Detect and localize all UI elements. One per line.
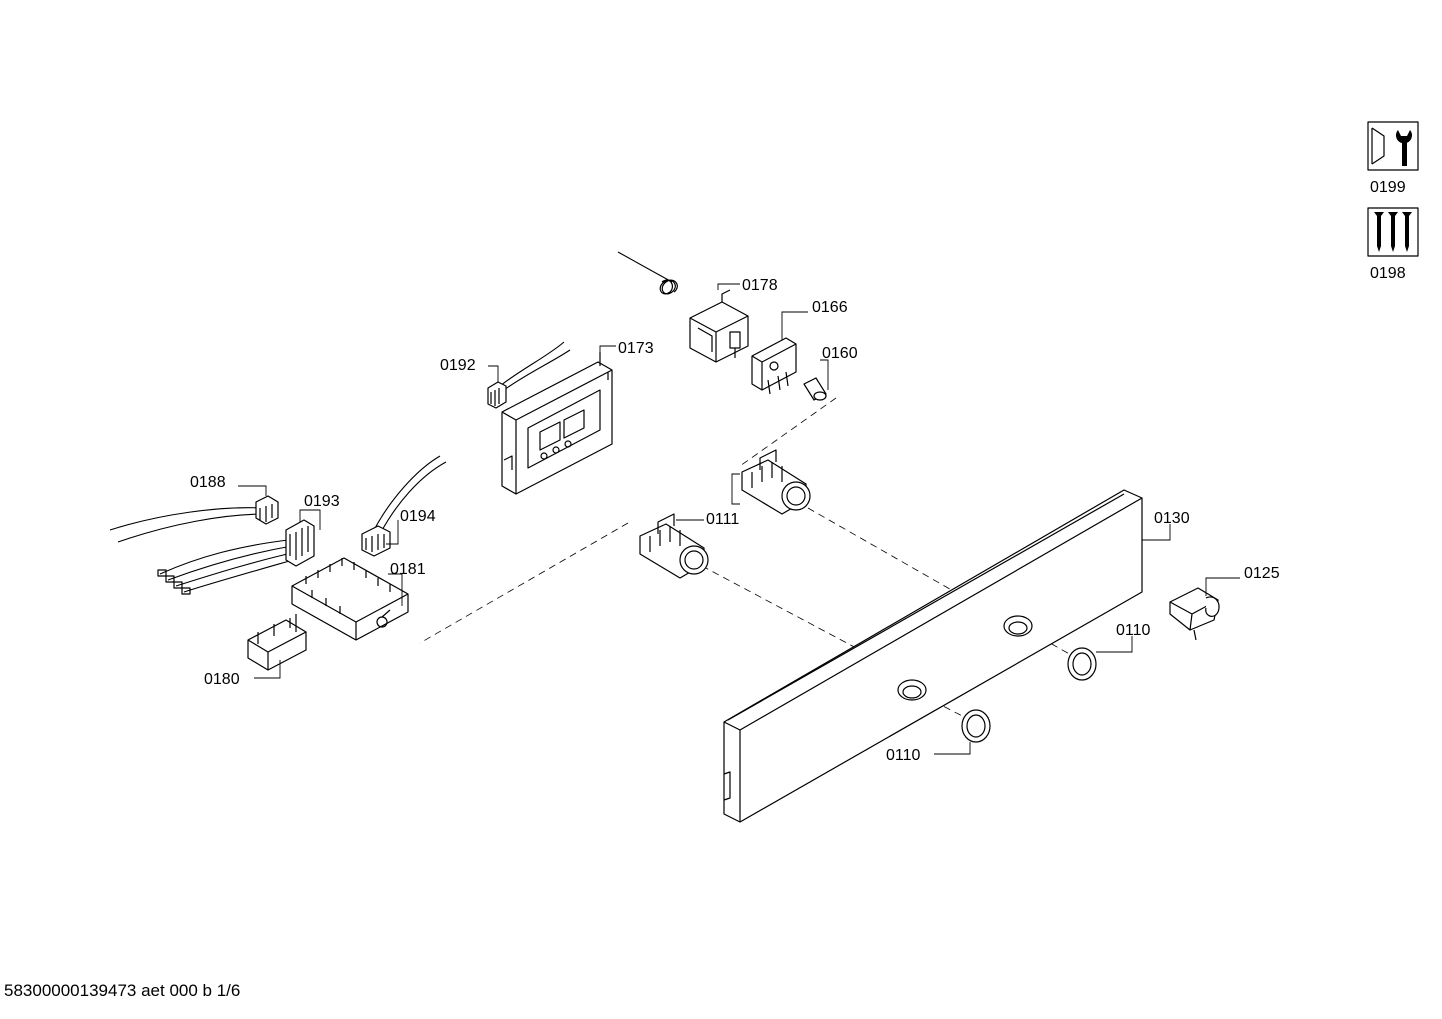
part-label-0111: 0111 <box>706 511 739 528</box>
screws-icon[interactable] <box>1367 207 1419 257</box>
part-label-0110-right: 0110 <box>1116 622 1151 639</box>
cap-0160[interactable] <box>803 377 827 401</box>
connector-0192[interactable] <box>487 341 571 409</box>
control-panel-0130[interactable] <box>723 489 1143 823</box>
part-label-0166: 0166 <box>812 299 848 316</box>
part-label-0178: 0178 <box>742 277 778 294</box>
wrench-icon[interactable] <box>1367 121 1419 171</box>
ring-left-0110[interactable] <box>961 709 991 743</box>
ring-right-0110[interactable] <box>1067 647 1097 681</box>
part-label-0130: 0130 <box>1154 510 1190 527</box>
part-label-0180: 0180 <box>204 671 240 688</box>
part-label-0192: 0192 <box>440 357 476 374</box>
connector-0194[interactable] <box>361 455 447 557</box>
part-label-0181: 0181 <box>390 561 426 578</box>
switch-block-0181[interactable] <box>291 557 409 641</box>
clip-0180[interactable] <box>247 614 307 671</box>
part-label-0188: 0188 <box>190 474 226 491</box>
timer-module-0173[interactable] <box>501 352 613 495</box>
bracket-0166[interactable] <box>751 337 797 395</box>
part-label-0193: 0193 <box>304 493 340 510</box>
part-label-0194: 0194 <box>400 508 436 525</box>
assembly-lines <box>419 397 1081 721</box>
bracket-0125[interactable] <box>1169 587 1220 641</box>
document-id: 58300000139473 aet 000 b 1/6 <box>4 981 241 1000</box>
part-label-0125: 0125 <box>1244 565 1280 582</box>
part-label-0173: 0173 <box>618 340 654 357</box>
connector-0188[interactable] <box>109 495 279 543</box>
thermostat-0178[interactable] <box>617 251 749 363</box>
knob-upper-0111[interactable] <box>741 449 811 515</box>
part-label-0110-left: 0110 <box>886 747 921 764</box>
knob-lower-0111[interactable] <box>639 513 709 579</box>
terminal-block-0193[interactable] <box>157 519 315 595</box>
part-label-0198: 0198 <box>1370 265 1406 282</box>
part-label-0160: 0160 <box>822 345 858 362</box>
part-label-0199: 0199 <box>1370 179 1406 196</box>
